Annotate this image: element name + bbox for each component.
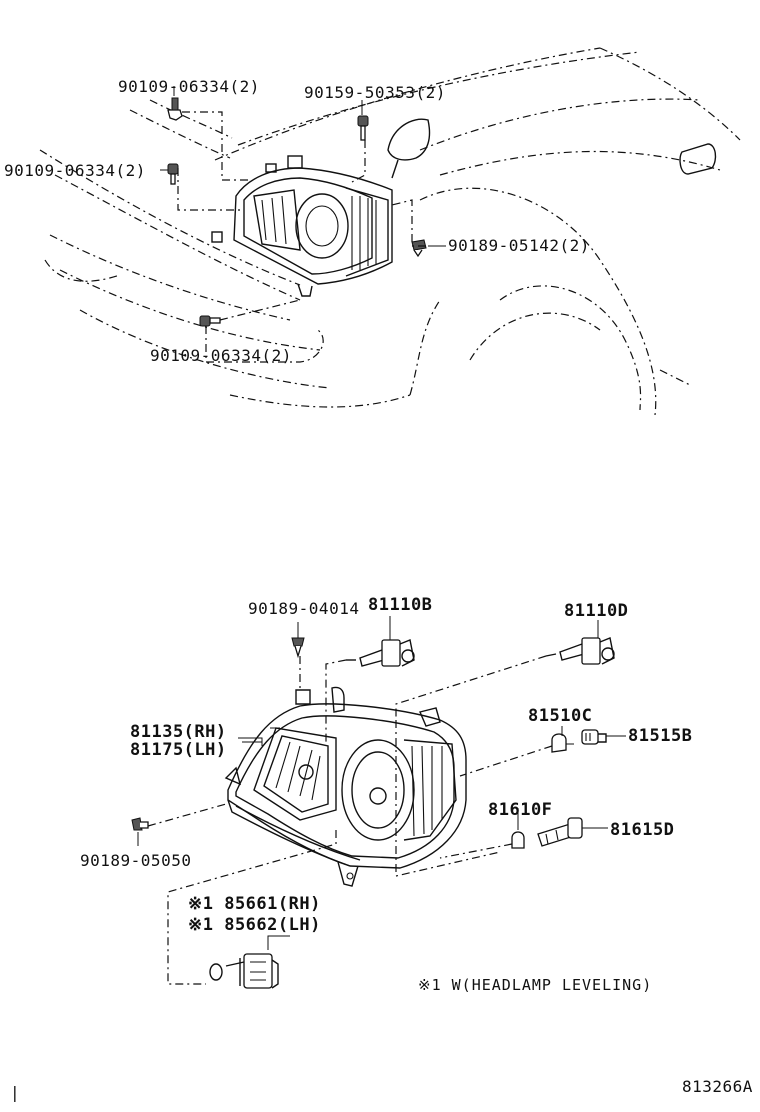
label-81110d: 81110D: [564, 601, 628, 621]
figure-id: 813266A: [682, 1077, 753, 1096]
headlamp-leveling-note: ※1 W(HEADLAMP LEVELING): [418, 976, 652, 994]
label-85662-lh: ※1 85662(LH): [188, 915, 321, 935]
bulb-81610f-icon: [511, 831, 525, 849]
label-81510c: 81510C: [528, 706, 592, 726]
vehicle-body-outline: [39, 47, 741, 416]
bulb-81110d-icon: [545, 637, 615, 665]
label-81615d: 81615D: [610, 820, 674, 840]
part-labels: 90109-06334(2) 90159-50353(2) 90109-0633…: [4, 77, 753, 1102]
bolt-icon: [357, 115, 369, 141]
label-81135-rh: 81135(RH): [130, 722, 227, 742]
label-81515b: 81515B: [628, 726, 692, 746]
margin-mark: |: [10, 1083, 20, 1102]
label-90159-50353: 90159-50353(2): [304, 83, 446, 102]
bulb-81510c-icon: [551, 733, 567, 753]
label-90109-06334-bottom: 90109-06334(2): [150, 346, 292, 365]
bolt-icon: [167, 97, 183, 121]
clip-icon: [411, 239, 427, 258]
label-81175-lh: 81175(LH): [130, 740, 227, 760]
clip-icon: [291, 637, 305, 659]
clip-icon: [131, 817, 149, 831]
label-90189-05050: 90189-05050: [80, 851, 191, 870]
headlamp-unit: [224, 686, 467, 887]
bolt-icon: [199, 315, 221, 327]
label-90109-06334-top: 90109-06334(2): [118, 77, 260, 96]
label-81110b: 81110B: [368, 595, 432, 615]
label-85661-rh: ※1 85661(RH): [188, 894, 321, 914]
bolt-icon: [167, 163, 179, 185]
bulb-81110b-icon: [346, 639, 415, 667]
socket-81515b-icon: [581, 729, 607, 745]
label-81610f: 81610F: [488, 800, 552, 820]
label-90109-06334-left: 90109-06334(2): [4, 161, 146, 180]
label-90189-05142: 90189-05142(2): [448, 236, 590, 255]
leveling-motor-icon: [209, 953, 279, 989]
label-90189-04014: 90189-04014: [248, 599, 359, 618]
leader-lines-bottom: [137, 616, 626, 985]
headlamp-installed: [211, 155, 393, 297]
socket-81615d-icon: [537, 817, 583, 847]
leader-lines-top: [160, 86, 446, 363]
